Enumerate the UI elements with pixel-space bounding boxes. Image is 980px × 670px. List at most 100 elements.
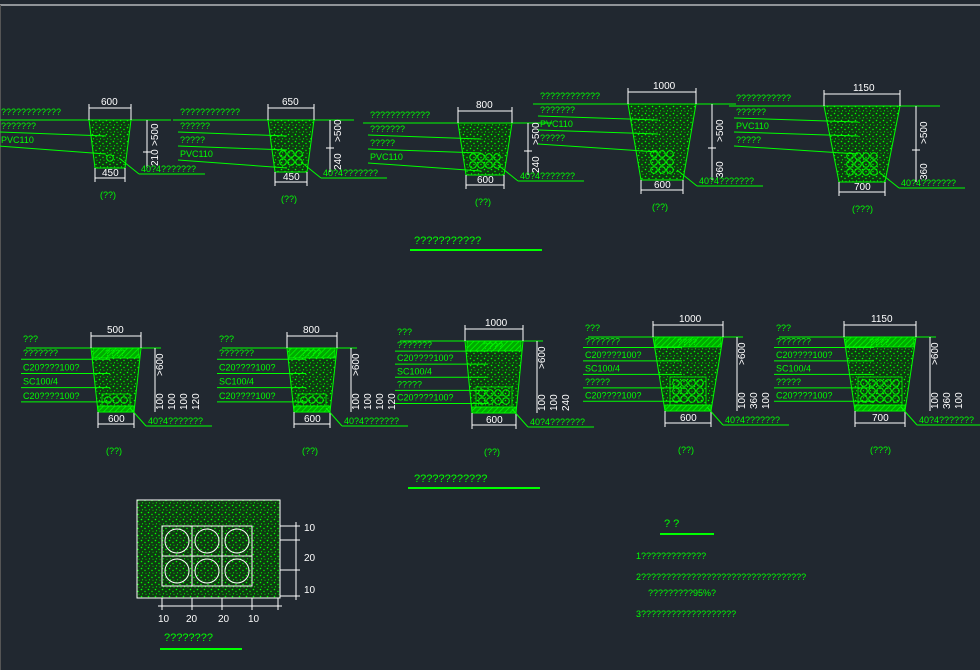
conduit-pipe [672,395,680,403]
vertical-dim-label: 360 [749,392,760,409]
height2-label: 360 [715,161,726,178]
vertical-dim-label: 240 [561,394,572,411]
height2-label: 240 [531,156,542,173]
section-label: ??? [776,323,791,333]
cover-label: ???? [483,341,503,351]
conduit-pipe [658,158,666,166]
conduit-pipe [672,379,680,387]
detail-conduit-grid [158,522,300,610]
section-label: ????? [180,135,205,145]
conduit-pipe [688,387,696,395]
label-leader [367,148,482,154]
height2-label: 240 [333,153,344,170]
base-slab [664,404,712,412]
conduit-pipe [494,397,502,405]
conduit-pipe [502,397,510,405]
top-width-label: 1150 [871,314,893,325]
conduit-pipe [868,395,876,403]
top-trench-section-1: 600450>500210???????????????????PVC11040… [0,97,205,200]
section-label: ??? [219,334,234,344]
conduit-pipe [680,387,688,395]
vertical-dim-label: >600 [930,342,941,365]
callout-leader [129,407,147,427]
conduit-pipe [666,166,674,174]
section-label: ??????? [585,336,620,346]
section-label: SC100/4 [23,377,58,387]
conduit-pipe [876,379,884,387]
label-leader [177,131,288,137]
conduit-pipe [486,389,494,397]
bottom-width-label: 600 [477,175,494,186]
bottom-width-label: 450 [283,172,300,183]
callout-leader [900,406,918,426]
section-label: C20????100? [397,392,454,402]
notes-block: ? ? 1????????????? 2????????????????????… [636,518,806,619]
callout-leader [676,169,698,187]
section-label: C20????100? [585,350,642,360]
section-label: SC100/4 [219,377,254,387]
bottom-width-label: 600 [486,415,503,426]
conduit-pipe [494,389,502,397]
conduit-bank [475,386,513,408]
section-label: ?????? [180,121,210,131]
conduit-pipe [854,160,862,168]
conduit-pipe [846,168,854,176]
bottom-width-label: 600 [108,414,125,425]
detail-conduit-circle [194,528,220,554]
conduit-pipe [862,160,870,168]
conduit-pipe [308,396,316,404]
section-caption: (??) [281,194,297,204]
section-label: PVC110 [370,152,403,162]
callout-leader [511,408,529,428]
bottom-width-label: 600 [654,180,671,191]
bottom-width-label: 700 [872,413,889,424]
detail-bottom-dim-3: 20 [218,614,230,625]
top-width-label: 800 [476,100,493,111]
conduit-pipe [680,379,688,387]
section-label: C20????100? [219,362,276,372]
cover-label: ???? [105,348,125,358]
conduit-pipe [502,389,510,397]
section-label: ????? [736,135,761,145]
callout-label: 40?4??????? [141,164,196,174]
section-label: ??? [23,334,38,344]
section-caption: (??) [100,190,116,200]
bottom-width-label: 700 [854,182,871,193]
height2-label: 360 [919,163,930,180]
callout-leader [325,407,343,427]
section-label: C20????100? [219,391,276,401]
section-label: ????? [585,377,610,387]
top-width-label: 1000 [653,81,676,92]
conduit-pipe [846,152,854,160]
vertical-dim-label: >600 [537,346,548,369]
top-trench-section-4: 1000600>500360???????????????????PVC110?… [533,81,763,212]
section-label: ??? [397,327,412,337]
section-caption: (??) [484,447,500,457]
top-width-label: 1150 [853,83,875,94]
detail-right-dim-2: 20 [304,553,316,564]
bottom-width-label: 600 [680,413,697,424]
section-label: C20????100? [397,353,454,363]
section-label: ??????????? [736,93,791,103]
vertical-dim-label: 100 [737,392,748,409]
conduit-pipe [870,160,878,168]
conduit-pipe [876,395,884,403]
section-label: ??????? [776,336,811,346]
section-label: C20????100? [585,390,642,400]
base-slab [293,405,331,413]
detail-bottom-dim-2: 20 [186,614,198,625]
callout-label: 40?4??????? [530,417,585,427]
base-slab [97,405,135,413]
top-width-label: 1000 [485,318,508,329]
vertical-dim-label: 100 [351,393,362,410]
base-slab [854,404,906,412]
label-leader [733,145,859,155]
conduit-pipe [688,395,696,403]
top-trench-section-3: 800600>500240????????????????????????PVC… [363,100,584,207]
section-label: SC100/4 [776,363,811,373]
height1-label: >500 [531,122,542,145]
